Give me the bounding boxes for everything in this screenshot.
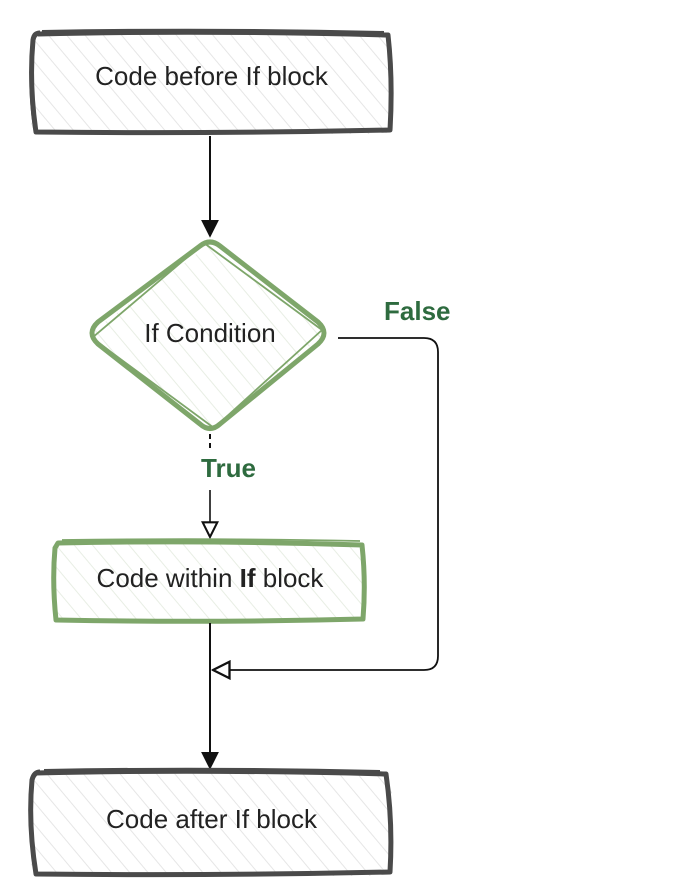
node-within-label: Code within If block	[54, 563, 366, 594]
node-before-label: Code before If block	[95, 61, 328, 91]
node-condition-label: If Condition	[144, 318, 276, 348]
node-within-label-pre: Code within	[96, 563, 240, 593]
node-within-box	[51, 538, 367, 624]
node-within-label-post: block	[255, 563, 324, 593]
node-within-label-bold: If	[239, 563, 256, 593]
edge-false-label: False	[384, 296, 451, 326]
edge-false	[213, 337, 439, 670]
node-after-box	[28, 767, 394, 878]
edge-true-label: True	[201, 453, 256, 483]
node-before-box	[29, 28, 394, 136]
node-after-label: Code after If block	[106, 804, 317, 834]
node-condition-diamond	[89, 239, 327, 432]
